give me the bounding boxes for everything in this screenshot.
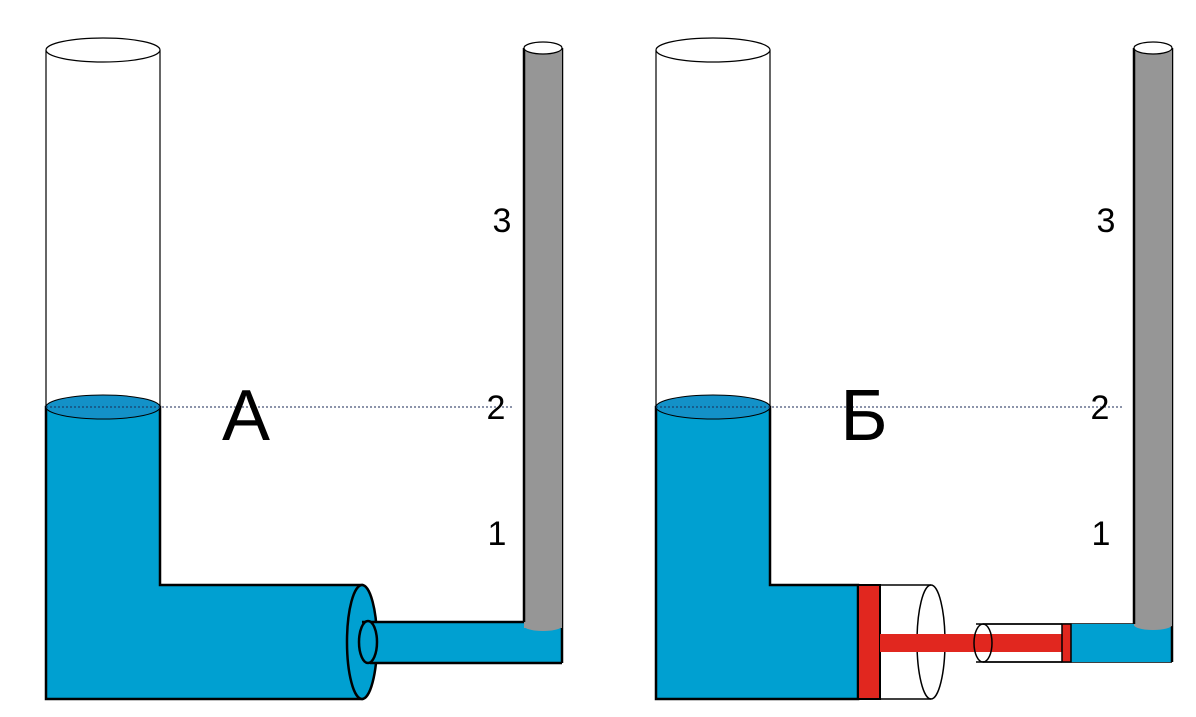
pipe-inlet-a	[357, 619, 379, 665]
small-tube-water-b	[1070, 624, 1172, 662]
water-body-a	[44, 405, 364, 701]
water-body-b	[654, 405, 860, 701]
diagram-label-b: Б	[840, 376, 887, 456]
tube-top-b	[655, 37, 771, 63]
scale-mark-2-a: 2	[487, 389, 506, 427]
large-piston-b	[857, 584, 881, 700]
gauge-rod-a	[524, 48, 562, 628]
scale-mark-3-a: 3	[493, 202, 512, 240]
scale-mark-2-b: 2	[1091, 389, 1110, 427]
gauge-rod-bottom-b	[1134, 620, 1172, 630]
scale-mark-3-b: 3	[1097, 202, 1116, 240]
apparatus-a: А 3 2 1	[44, 37, 564, 701]
scale-mark-1-b: 1	[1092, 515, 1111, 553]
diagram-label-a: А	[222, 376, 270, 456]
gauge-rod-bottom-a	[524, 621, 562, 631]
scale-mark-1-a: 1	[488, 515, 507, 553]
piston-rod-b	[880, 634, 1062, 652]
pipe-a	[362, 622, 562, 663]
gauge-top-b	[1133, 41, 1173, 55]
small-piston-b	[1061, 623, 1072, 663]
tube-top-a	[45, 37, 161, 63]
gauge-rod-b	[1134, 48, 1172, 626]
small-tube-opening-b	[973, 623, 993, 663]
gauge-top-a	[523, 41, 563, 55]
apparatus-b: Б 3 2 1	[654, 37, 1174, 701]
